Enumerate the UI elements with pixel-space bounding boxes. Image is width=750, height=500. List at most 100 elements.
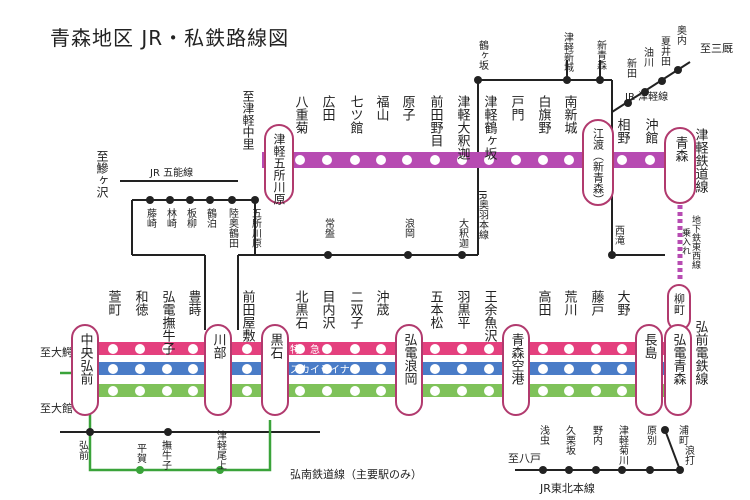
main-station-dot <box>457 364 467 374</box>
namiuchi-label: 浪打 <box>683 444 695 465</box>
kanita-box-label: 江渡（新青森） <box>592 128 605 205</box>
subway-label: 地下鉄東西線 <box>690 214 701 269</box>
purple-station-label: 沖館 <box>643 118 659 144</box>
hiraga-label: 平賀 <box>135 443 147 464</box>
main-station-dot <box>162 364 172 374</box>
main-box-4 <box>502 324 530 416</box>
tohoku-station-label: 浅虫 <box>538 424 550 446</box>
main-box-0-label: 中央弘前 <box>78 333 94 385</box>
tsugaru-station-label: 夏井田 <box>659 36 671 66</box>
gono-station-dot <box>206 196 214 204</box>
tohoku-station-label: 久栗坂 <box>564 425 576 456</box>
gono-station-label: 林崎 <box>165 207 177 228</box>
main-station-label: 弘電撫牛子 <box>160 290 176 355</box>
norikae-label: 乗入れ <box>680 227 691 255</box>
main-station-dot <box>188 386 198 396</box>
main-station-dot <box>457 344 467 354</box>
purple-station-dot <box>645 155 655 165</box>
purple-station-label: 戸門 <box>509 95 525 122</box>
main-station-label: 萱町 <box>106 290 122 316</box>
purple-station-dot <box>511 155 521 165</box>
main-station-dot <box>376 386 386 396</box>
main-station-dot <box>108 344 118 354</box>
main-station-dot <box>295 344 305 354</box>
main-station-dot <box>242 344 252 354</box>
main-station-label: 王余魚沢 <box>482 290 498 342</box>
kanita-box <box>582 119 614 206</box>
gono-station-label: 藤崎 <box>145 208 157 228</box>
main-station-dot <box>242 364 252 374</box>
bushigoshi-label: 撫牛子 <box>160 439 172 470</box>
main-box-3-label: 弘電浪岡 <box>402 333 418 385</box>
main-station-dot <box>295 364 305 374</box>
tohoku-station-dot <box>676 466 684 474</box>
yanagimachi-box-label: 柳町 <box>673 292 686 315</box>
tsugaru-station-label: 新田 <box>625 57 637 78</box>
konan-railway-label: 弘南鉄道線（主要駅のみ） <box>290 467 422 481</box>
main-station-dot <box>350 344 360 354</box>
main-station-label: 沖荿 <box>374 290 390 317</box>
gono-station-dot <box>186 196 194 204</box>
tohoku-station-label: 津軽菊川 <box>617 425 629 465</box>
gono-station-label: 陸奥鶴田 <box>227 207 239 248</box>
main-station-dot <box>322 364 332 374</box>
aomori-box-label: 青森 <box>673 136 689 162</box>
main-station-dot <box>538 344 548 354</box>
purple-station-label: 相野 <box>615 118 631 144</box>
map-title: 青森地区 JR・私鉄路線図 <box>50 26 290 50</box>
tohoku-station-dot <box>565 466 573 474</box>
tsugaru-station-dot <box>641 88 649 96</box>
main-station-dot <box>564 386 574 396</box>
main-station-dot <box>457 386 467 396</box>
purple-station-label: 広田 <box>320 95 336 121</box>
purple-station-dot <box>484 155 494 165</box>
gono-station-dot <box>251 196 259 204</box>
main-station-label: 高田 <box>536 289 552 316</box>
ou-top3-label: 新青森 <box>595 39 607 71</box>
main-box-5-label: 長島 <box>642 333 658 359</box>
hirosaki-label: 弘前 <box>77 440 89 461</box>
ou-station-dot <box>458 251 466 259</box>
purple-station-dot <box>430 155 440 165</box>
ou-top-label: 鶴ヶ坂 <box>477 39 489 71</box>
main-station-dot <box>484 386 494 396</box>
main-station-dot <box>591 344 601 354</box>
main-station-dot <box>135 344 145 354</box>
tohoku-station-dot <box>646 466 654 474</box>
nishiaomori-label: 西滝 <box>613 225 625 245</box>
ou-station-label: 浪岡 <box>403 217 415 239</box>
purple-station-label: 原子 <box>400 95 416 121</box>
purple-station-dot <box>617 155 627 165</box>
tsugaru-railway-label: 津軽鉄道線 <box>693 128 709 193</box>
jr-tsugaru-label: JR 津軽線 <box>624 90 668 103</box>
tsugaru-railway-line <box>262 152 682 168</box>
to-minmaya: 至三厩 <box>700 42 733 55</box>
gono-station-dot <box>166 196 174 204</box>
ou-station-dot <box>324 251 332 259</box>
tohoku-station-dot <box>592 466 600 474</box>
main-station-dot <box>322 386 332 396</box>
main-station-label: 五本松 <box>428 290 444 329</box>
to-hachinohe: 至八戸 <box>508 452 541 465</box>
station-boxes: 津軽五所川原江渡（新青森）青森柳町中央弘前川部黒石弘電浪岡青森空港長島弘電青森 <box>71 119 696 416</box>
main-station-label: 藤戸 <box>589 290 605 316</box>
main-station-label: 羽黒平 <box>455 290 471 329</box>
main-station-dot <box>591 364 601 374</box>
main-box-0 <box>71 324 99 416</box>
purple-station-dot <box>376 155 386 165</box>
main-box-5 <box>635 324 663 416</box>
jr-gono-label: JR 五能線 <box>149 166 193 179</box>
main-box-1-label: 川部 <box>211 333 227 359</box>
tohoku-station-label: 野内 <box>591 425 603 446</box>
main-station-label: 二双子 <box>348 290 364 329</box>
uramachi-label: 浦町 <box>677 424 689 445</box>
station-labels: 八重菊広田七ツ館福山原子前田野目津軽大釈迦津軽鶴ヶ坂戸門白旗野南新城相野沖館津軽… <box>40 24 733 495</box>
main-station-dot <box>350 386 360 396</box>
main-station-label: 大野 <box>615 290 631 316</box>
tokkyu-label: 特 急 <box>290 343 320 356</box>
gono-station-dot <box>228 196 236 204</box>
nishiaomori-dot <box>608 251 616 259</box>
purple-station-dot <box>402 155 412 165</box>
main-station-dot <box>322 344 332 354</box>
main-station-label: 豊蒔 <box>186 290 202 317</box>
